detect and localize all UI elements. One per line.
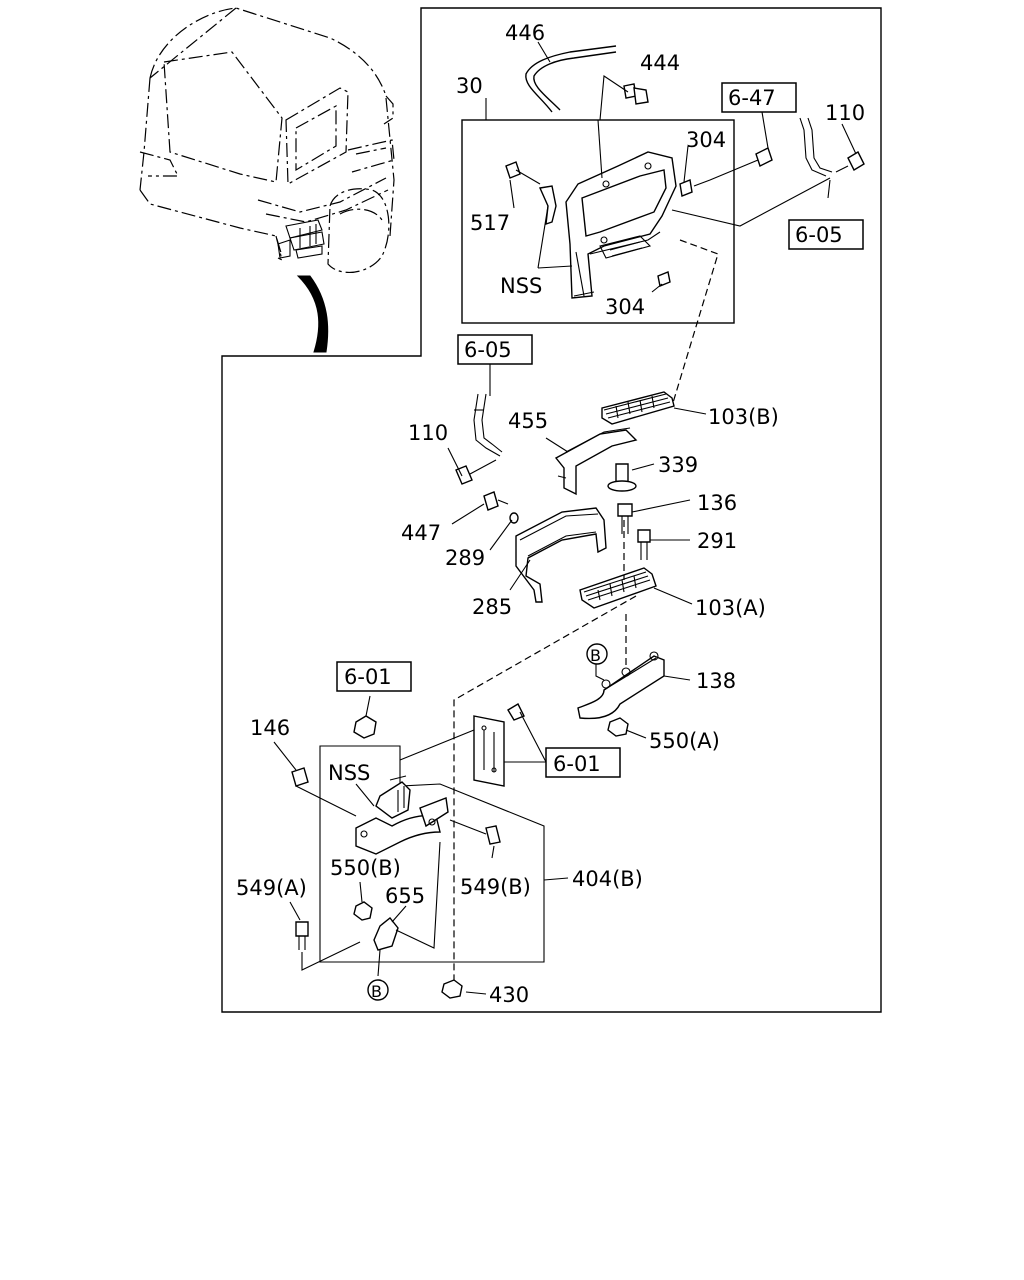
label-455: 455 <box>508 409 548 433</box>
rod-446 <box>525 45 617 113</box>
bracket-285 <box>515 507 607 603</box>
label-110-top: 110 <box>825 101 865 125</box>
assembly-outline-404b <box>319 745 545 963</box>
label-136: 136 <box>697 491 737 515</box>
nut-6-01 <box>353 715 377 739</box>
bracket-6-05-mid <box>473 393 503 457</box>
label-103a: 103(A) <box>695 596 766 620</box>
callout-pointer <box>296 275 329 353</box>
label-146: 146 <box>250 716 290 740</box>
bracket-6-05-top <box>799 117 865 177</box>
label-655: 655 <box>385 884 425 908</box>
bolt-291 <box>637 529 651 560</box>
bolt-339 <box>607 463 637 492</box>
diagram-frame <box>221 7 882 1013</box>
label-404b: 404(B) <box>572 867 643 891</box>
bolt-146 <box>291 767 357 817</box>
nut-430 <box>441 979 463 999</box>
label-103b: 103(B) <box>708 405 779 429</box>
label-550b: 550(B) <box>330 856 401 880</box>
bolt-549a <box>295 921 361 971</box>
step-103a <box>579 567 657 609</box>
marker-b-2: B <box>371 982 382 1001</box>
ref-box-6-01-right <box>545 747 621 778</box>
ref-box-6-47 <box>721 82 797 113</box>
label-138: 138 <box>696 669 736 693</box>
truck-cab-illustration <box>139 7 395 353</box>
label-nss-bottom: NSS <box>328 761 370 785</box>
label-nss-top: NSS <box>500 274 542 298</box>
label-446: 446 <box>505 21 545 45</box>
label-291: 291 <box>697 529 737 553</box>
label-6-01-right: 6-01 <box>553 752 601 776</box>
label-285: 285 <box>472 595 512 619</box>
label-339: 339 <box>658 453 698 477</box>
nut-550b <box>353 901 373 921</box>
bracket-nss-bottom <box>355 775 449 855</box>
step-cover-138 <box>577 651 665 720</box>
bracket-655 <box>373 917 399 951</box>
label-444: 444 <box>640 51 680 75</box>
label-110-mid: 110 <box>408 421 448 445</box>
label-6-01-top: 6-01 <box>344 665 392 689</box>
ref-box-6-01-top <box>336 661 412 692</box>
label-30: 30 <box>456 74 483 98</box>
leader-lines-bottom <box>273 695 569 995</box>
nut-550a <box>607 717 629 737</box>
ref-box-6-05-right <box>788 219 864 250</box>
label-517: 517 <box>470 211 510 235</box>
plate-6-01 <box>473 703 525 787</box>
label-6-05-right: 6-05 <box>795 223 843 247</box>
step-bracket-assembly <box>505 151 693 299</box>
label-6-47: 6-47 <box>728 86 776 110</box>
label-6-05-left: 6-05 <box>464 338 512 362</box>
bolt-549b <box>449 819 501 845</box>
bolt-444 <box>623 83 649 105</box>
ref-box-6-05-left <box>457 334 533 365</box>
bolt-6-47 <box>755 147 773 167</box>
label-549a: 549(A) <box>236 876 307 900</box>
leader-lines-middle <box>447 364 707 982</box>
bolt-136 <box>617 503 633 534</box>
marker-b-1: B <box>590 646 601 665</box>
label-549b: 549(B) <box>460 875 531 899</box>
marker-b-circle-1 <box>586 643 608 665</box>
label-430: 430 <box>489 983 529 1007</box>
step-103b <box>601 391 675 425</box>
leader-lines-top <box>485 41 857 407</box>
marker-b-circle-2 <box>367 979 389 1001</box>
label-304-top: 304 <box>686 128 726 152</box>
label-447: 447 <box>401 521 441 545</box>
bolt-447 <box>483 491 519 524</box>
label-550a: 550(A) <box>649 729 720 753</box>
bracket-455 <box>554 427 638 496</box>
label-304-bottom: 304 <box>605 295 645 319</box>
label-289: 289 <box>445 546 485 570</box>
bolt-110-mid <box>455 459 497 485</box>
